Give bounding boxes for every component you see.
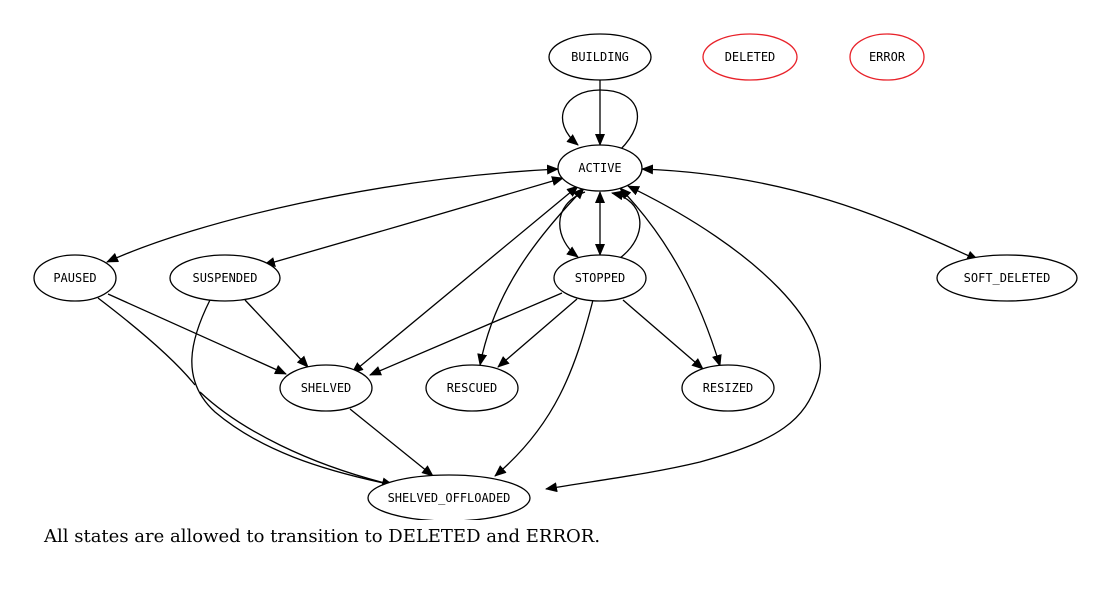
node-shelved: SHELVED [279,364,373,412]
node-suspended: SUSPENDED [169,254,281,302]
node-soft-deleted-label: SOFT_DELETED [964,271,1051,285]
edge-stopped-resized [622,299,704,370]
edge-active-shelved-offloaded [545,185,821,493]
node-shelved-label: SHELVED [301,381,352,395]
node-soft-deleted: SOFT_DELETED [936,254,1078,302]
node-rescued: RESCUED [425,364,519,412]
edge-paused-shelved-offloaded-2 [199,391,394,488]
node-shelved-offloaded: SHELVED_OFFLOADED [367,474,531,520]
state-diagram: BUILDING DELETED ERROR ACTIVE PAUSED SUS… [33,33,1078,520]
node-shelved-offloaded-label: SHELVED_OFFLOADED [388,491,511,505]
edge-suspended-shelved [244,299,309,368]
nodes: BUILDING DELETED ERROR ACTIVE PAUSED SUS… [33,33,1078,520]
node-active-label: ACTIVE [578,161,621,175]
node-paused-label: PAUSED [53,271,96,285]
edge-building-active-loop-left [561,89,601,146]
edge-active-stopped-loop-left [559,191,586,258]
node-error: ERROR [849,33,925,81]
node-resized-label: RESIZED [703,381,754,395]
node-deleted-label: DELETED [725,50,776,64]
edge-paused-shelved [107,293,287,375]
node-paused: PAUSED [33,254,117,302]
edge-suspended-shelved-offloaded [191,299,394,486]
node-active: ACTIVE [557,144,643,192]
edge-shelved-shelved-offloaded [349,408,434,477]
edge-paused-shelved-offloaded [97,297,196,386]
edge-active-stopped-loop-right [611,190,641,259]
node-rescued-label: RESCUED [447,381,498,395]
node-deleted: DELETED [702,33,798,81]
edge-stopped-rescued [497,298,578,368]
node-suspended-label: SUSPENDED [192,271,257,285]
node-building: BUILDING [548,33,652,81]
edge-stopped-shelved-offloaded [494,299,594,477]
node-stopped-label: STOPPED [575,271,626,285]
edge-active-shelved [351,185,579,374]
node-resized: RESIZED [681,364,775,412]
edge-stopped-shelved [369,292,563,376]
edge-building-active-loop-right [599,89,638,151]
diagram-caption: All states are allowed to transition to … [44,526,601,547]
edges [97,80,979,493]
edge-active-soft-deleted [641,164,979,261]
node-building-label: BUILDING [571,50,629,64]
node-error-label: ERROR [869,50,906,64]
node-stopped: STOPPED [553,254,647,302]
edge-active-suspended [263,176,564,267]
edge-active-paused [106,164,559,263]
